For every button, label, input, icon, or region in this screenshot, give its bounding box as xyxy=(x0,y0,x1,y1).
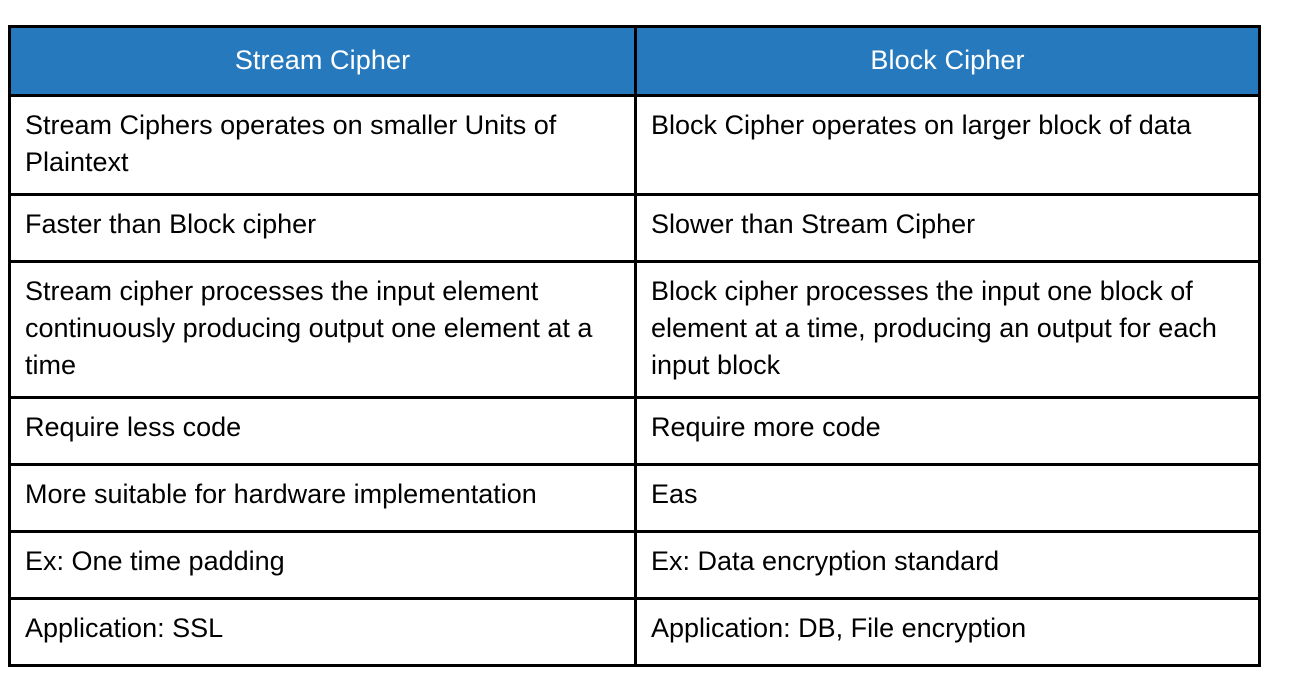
cell-block-cipher: Eas xyxy=(634,463,1261,533)
cell-block-cipher: Block cipher processes the input one blo… xyxy=(634,260,1261,399)
cell-block-cipher: Ex: Data encryption standard xyxy=(634,530,1261,600)
cell-text: Faster than Block cipher xyxy=(25,209,317,239)
cell-stream-cipher: Faster than Block cipher xyxy=(8,193,637,263)
column-header-stream-cipher: Stream Cipher xyxy=(8,25,637,97)
table-row: Stream Ciphers operates on smaller Units… xyxy=(8,94,1261,196)
cell-text: Eas xyxy=(651,479,698,509)
cell-text: Block cipher processes the input one blo… xyxy=(651,276,1217,380)
cell-text: Stream Ciphers operates on smaller Units… xyxy=(25,110,557,177)
cell-block-cipher: Application: DB, File encryption xyxy=(634,597,1261,667)
cell-block-cipher: Slower than Stream Cipher xyxy=(634,193,1261,263)
table-row: More suitable for hardware implementatio… xyxy=(8,463,1261,533)
table-header: Stream Cipher Block Cipher xyxy=(8,25,1261,97)
cell-text: Stream cipher processes the input elemen… xyxy=(25,276,593,380)
cell-text: Application: DB, File encryption xyxy=(651,613,1027,643)
cell-stream-cipher: Stream cipher processes the input elemen… xyxy=(8,260,637,399)
cell-text: More suitable for hardware implementatio… xyxy=(25,479,537,509)
column-header-block-cipher: Block Cipher xyxy=(634,25,1261,97)
cell-stream-cipher: Require less code xyxy=(8,396,637,466)
cell-text: Require more code xyxy=(651,412,881,442)
table-row: Ex: One time padding Ex: Data encryption… xyxy=(8,530,1261,600)
cell-text: Block Cipher operates on larger block of… xyxy=(651,110,1192,140)
cipher-comparison-table: Stream Cipher Block Cipher Stream Cipher… xyxy=(8,25,1261,667)
cell-text: Ex: Data encryption standard xyxy=(651,546,1000,576)
cell-stream-cipher: Application: SSL xyxy=(8,597,637,667)
cell-stream-cipher: Ex: One time padding xyxy=(8,530,637,600)
table-row: Require less code Require more code xyxy=(8,396,1261,466)
cell-block-cipher: Require more code xyxy=(634,396,1261,466)
cell-text: Application: SSL xyxy=(25,613,224,643)
cell-stream-cipher: Stream Ciphers operates on smaller Units… xyxy=(8,94,637,196)
table-row: Faster than Block cipher Slower than Str… xyxy=(8,193,1261,263)
table-row: Stream cipher processes the input elemen… xyxy=(8,260,1261,399)
cell-stream-cipher: More suitable for hardware implementatio… xyxy=(8,463,637,533)
cell-text: Ex: One time padding xyxy=(25,546,285,576)
table-body: Stream Ciphers operates on smaller Units… xyxy=(8,94,1261,667)
cell-text: Slower than Stream Cipher xyxy=(651,209,976,239)
table-row: Application: SSL Application: DB, File e… xyxy=(8,597,1261,667)
cell-block-cipher: Block Cipher operates on larger block of… xyxy=(634,94,1261,196)
table-header-row: Stream Cipher Block Cipher xyxy=(8,25,1261,97)
cell-text: Require less code xyxy=(25,412,242,442)
